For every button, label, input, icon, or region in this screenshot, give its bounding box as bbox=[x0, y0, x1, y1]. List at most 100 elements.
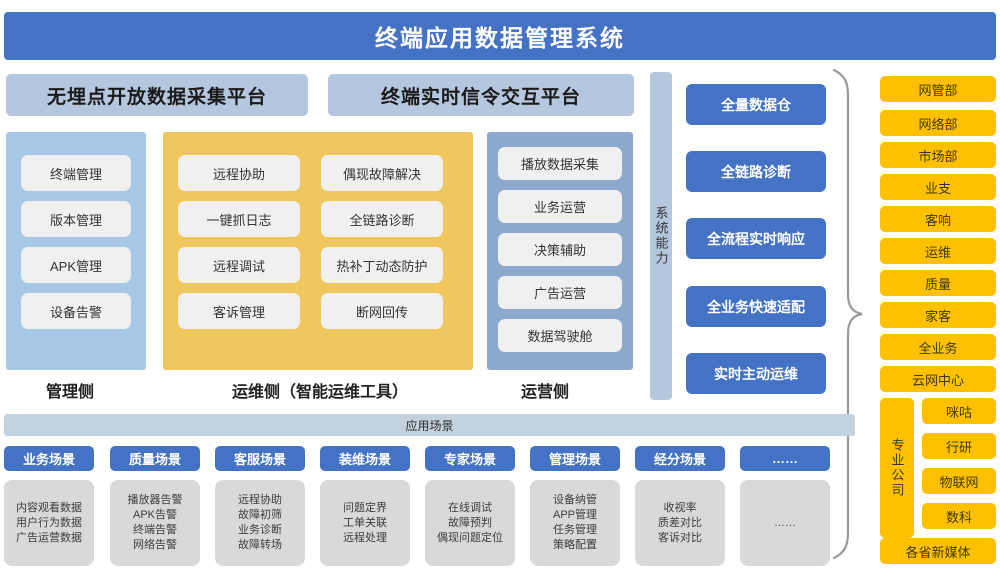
sidebar-item-1[interactable]: 网络部 bbox=[880, 110, 996, 136]
sidebar-item-8[interactable]: 全业务 bbox=[880, 334, 996, 360]
scenario-head-2-label: 客服场景 bbox=[233, 452, 286, 467]
sidebar-item-provincial-media-label: 各省新媒体 bbox=[905, 544, 971, 560]
scenario-line-2: 远程处理 bbox=[343, 531, 387, 544]
capability-button-3[interactable]: 全业务快速适配 bbox=[686, 286, 826, 327]
scenarios-bar: 应用场景 bbox=[4, 414, 855, 436]
sidebar-item-4[interactable]: 客响 bbox=[880, 206, 996, 232]
chip-ops-right-0-label: 偶现故障解决 bbox=[342, 166, 421, 182]
chip-ops-right-3[interactable]: 断网回传 bbox=[321, 293, 443, 329]
sidebar-sub-item-1[interactable]: 行研 bbox=[922, 433, 996, 459]
scenario-line-2: 任务管理 bbox=[553, 524, 597, 536]
scenario-head-1[interactable]: 质量场景 bbox=[110, 446, 200, 471]
chip-ops-left-2[interactable]: 远程调试 bbox=[178, 247, 300, 283]
scenario-head-5-label: 管理场景 bbox=[548, 452, 601, 467]
sidebar-item-2-label: 市场部 bbox=[918, 148, 958, 164]
chip-business-3-label: 广告运营 bbox=[533, 286, 586, 301]
scenario-line-2: 业务诊断 bbox=[238, 524, 282, 536]
chip-ops-right-1[interactable]: 全链路诊断 bbox=[321, 201, 443, 237]
scenario-head-6-label: 经分场景 bbox=[653, 452, 706, 467]
sidebar-item-2[interactable]: 市场部 bbox=[880, 142, 996, 168]
sidebar-sub-item-2-label: 物联网 bbox=[939, 474, 979, 490]
chip-manage-0[interactable]: 终端管理 bbox=[21, 155, 131, 191]
scenario-head-4[interactable]: 专家场景 bbox=[425, 446, 515, 471]
scenario-head-7[interactable]: …… bbox=[740, 446, 830, 471]
chip-manage-2[interactable]: APK管理 bbox=[21, 247, 131, 283]
scenario-line-2: 终端告警 bbox=[133, 524, 177, 536]
platform-header-signalling-label: 终端实时信令交互平台 bbox=[380, 86, 581, 108]
chip-business-1[interactable]: 业务运营 bbox=[498, 190, 622, 223]
capability-button-0-label: 全量数据仓 bbox=[721, 96, 791, 113]
capability-button-0[interactable]: 全量数据仓 bbox=[686, 84, 826, 125]
sidebar-item-0-label: 网管部 bbox=[918, 82, 958, 98]
sidebar-item-8-label: 全业务 bbox=[918, 340, 958, 356]
scenario-head-3-label: 装维场景 bbox=[338, 452, 391, 467]
scenario-line-1: APP管理 bbox=[552, 509, 597, 521]
scenario-head-0-label: 业务场景 bbox=[22, 452, 75, 467]
sidebar-item-5-label: 运维 bbox=[924, 244, 951, 260]
sidebar-item-0[interactable]: 网管部 bbox=[880, 76, 996, 102]
scenario-head-7-label: …… bbox=[772, 451, 798, 466]
scenario-line-0: 设备纳管 bbox=[553, 494, 597, 506]
sidebar-sub-item-1-label: 行研 bbox=[945, 439, 972, 455]
chip-business-4[interactable]: 数据驾驶舱 bbox=[498, 319, 622, 352]
scenario-head-0[interactable]: 业务场景 bbox=[4, 446, 94, 471]
scenario-line-1: 故障预判 bbox=[448, 516, 492, 529]
chip-ops-left-1[interactable]: 一键抓日志 bbox=[178, 201, 300, 237]
chip-business-4-label: 数据驾驶舱 bbox=[527, 329, 593, 344]
chip-ops-left-3[interactable]: 客诉管理 bbox=[178, 293, 300, 329]
platform-header-collection: 无埋点开放数据采集平台 bbox=[6, 74, 308, 116]
scenario-body-0: 内容观看数据用户行为数据广告运营数据 bbox=[4, 480, 94, 566]
platform-header-collection-label: 无埋点开放数据采集平台 bbox=[46, 86, 267, 108]
chip-ops-right-2-label: 热补丁动态防护 bbox=[336, 258, 428, 274]
side-label-business: 运营侧 bbox=[521, 384, 570, 401]
sidebar-item-7[interactable]: 家客 bbox=[880, 302, 996, 328]
chip-business-1-label: 业务运营 bbox=[533, 200, 586, 215]
chip-ops-right-0[interactable]: 偶现故障解决 bbox=[321, 155, 443, 191]
sidebar-sub-item-3[interactable]: 数科 bbox=[922, 503, 996, 529]
scenario-head-6[interactable]: 经分场景 bbox=[635, 446, 725, 471]
sidebar-item-9-label: 云网中心 bbox=[911, 372, 964, 388]
chip-ops-left-0[interactable]: 远程协助 bbox=[178, 155, 300, 191]
chip-business-0-label: 播放数据采集 bbox=[520, 157, 599, 172]
scenario-line-1: APK告警 bbox=[132, 509, 177, 521]
sidebar-item-5[interactable]: 运维 bbox=[880, 238, 996, 264]
chip-manage-3[interactable]: 设备告警 bbox=[21, 293, 131, 329]
chip-business-0[interactable]: 播放数据采集 bbox=[498, 147, 622, 180]
scenario-head-4-label: 专家场景 bbox=[443, 452, 496, 467]
scenario-line-3: 网络告警 bbox=[133, 539, 177, 551]
scenario-head-3[interactable]: 装维场景 bbox=[320, 446, 410, 471]
sidebar-item-6[interactable]: 质量 bbox=[880, 270, 996, 296]
chip-ops-right-2[interactable]: 热补丁动态防护 bbox=[321, 247, 443, 283]
scenario-line-3: 故障转场 bbox=[238, 539, 282, 551]
scenario-line-1: 质差对比 bbox=[658, 516, 702, 529]
capability-button-2[interactable]: 全流程实时响应 bbox=[686, 218, 826, 259]
sidebar-item-9[interactable]: 云网中心 bbox=[880, 366, 996, 392]
capability-button-4[interactable]: 实时主动运维 bbox=[686, 353, 826, 394]
side-label-manage: 管理侧 bbox=[46, 384, 95, 401]
curly-brace-icon bbox=[832, 68, 863, 560]
chip-manage-0-label: 终端管理 bbox=[49, 166, 102, 182]
scenario-head-2[interactable]: 客服场景 bbox=[215, 446, 305, 471]
chip-manage-1[interactable]: 版本管理 bbox=[21, 201, 131, 237]
panel-business-side: 播放数据采集 业务运营 决策辅助 广告运营 数据驾驶舱 bbox=[487, 132, 633, 370]
chip-business-3[interactable]: 广告运营 bbox=[498, 276, 622, 309]
sidebar-sub-item-2[interactable]: 物联网 bbox=[922, 468, 996, 494]
scenario-line-2: 偶现问题定位 bbox=[437, 531, 503, 544]
sidebar-sub-item-0[interactable]: 咪咕 bbox=[922, 398, 996, 424]
sidebar-item-3[interactable]: 业支 bbox=[880, 174, 996, 200]
scenarios-bar-label: 应用场景 bbox=[405, 418, 454, 433]
sidebar-item-provincial-media[interactable]: 各省新媒体 bbox=[880, 538, 996, 564]
sidebar-item-6-label: 质量 bbox=[924, 276, 951, 292]
page-title: 终端应用数据管理系统 bbox=[375, 25, 625, 51]
chip-ops-left-1-label: 一键抓日志 bbox=[206, 212, 272, 228]
sidebar-group-label: 专业公司 bbox=[889, 438, 905, 498]
scenario-line-0: …… bbox=[774, 516, 796, 529]
scenario-line-2: 客诉对比 bbox=[658, 531, 702, 544]
chip-ops-left-2-label: 远程调试 bbox=[212, 258, 265, 274]
chip-business-2[interactable]: 决策辅助 bbox=[498, 233, 622, 266]
sidebar-item-3-label: 业支 bbox=[924, 180, 951, 196]
capability-button-1[interactable]: 全链路诊断 bbox=[686, 151, 826, 192]
chip-ops-left-0-label: 远程协助 bbox=[212, 166, 265, 182]
scenario-head-5[interactable]: 管理场景 bbox=[530, 446, 620, 471]
